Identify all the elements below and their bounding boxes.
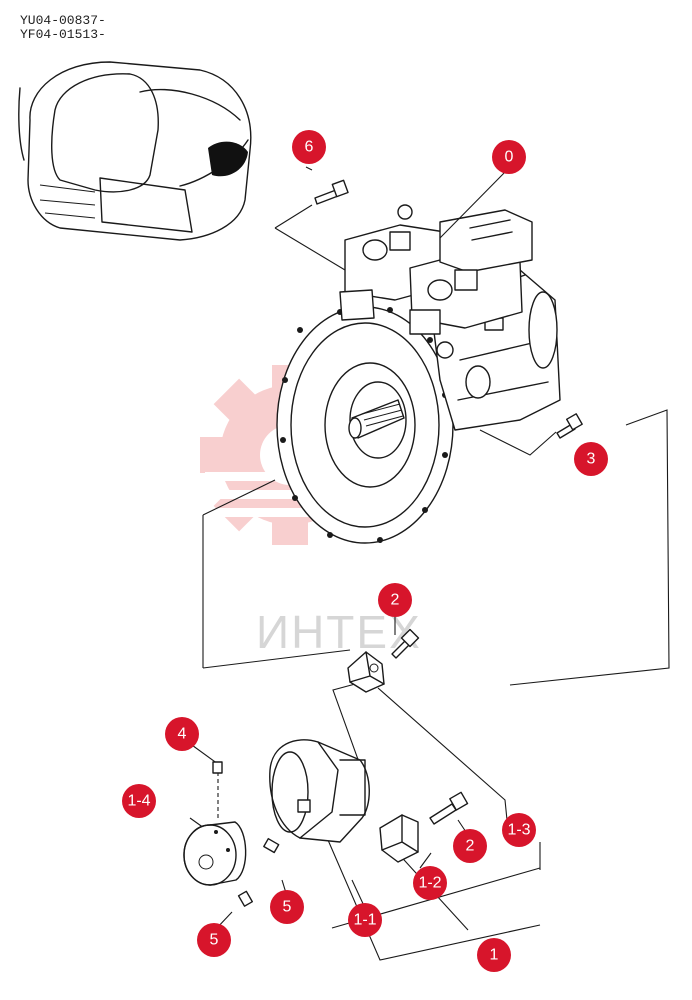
part-code-1: YU04-00837- [20, 13, 106, 28]
svg-text:2: 2 [466, 838, 475, 855]
svg-text:2: 2 [391, 592, 400, 609]
callout-0: 0 [492, 140, 526, 174]
svg-text:1-4: 1-4 [127, 793, 150, 810]
clamp-1-2 [379, 814, 419, 863]
svg-text:1-2: 1-2 [418, 875, 441, 892]
svg-text:3: 3 [587, 451, 596, 468]
pin-5-left [237, 890, 254, 907]
callout-1-4: 1-4 [122, 784, 156, 818]
part-codes: YU04-00837- YF04-01513- [20, 14, 106, 42]
callout-4: 4 [165, 717, 199, 751]
callout-5-right: 5 [270, 890, 304, 924]
svg-text:1-3: 1-3 [507, 822, 530, 839]
svg-text:4: 4 [178, 726, 187, 743]
set-screw-4 [212, 761, 223, 774]
leader-lines [184, 166, 670, 961]
svg-text:1-1: 1-1 [353, 912, 376, 929]
callout-5-left: 5 [197, 923, 231, 957]
svg-text:5: 5 [210, 932, 219, 949]
callout-2-upper: 2 [378, 583, 412, 617]
coupling-plate-1-4 [183, 821, 247, 886]
svg-text:6: 6 [305, 139, 314, 156]
svg-text:1: 1 [490, 947, 499, 964]
pin-5-right [263, 837, 280, 854]
svg-text:5: 5 [283, 899, 292, 916]
bolt-3 [556, 413, 583, 439]
part-code-2: YF04-01513- [20, 27, 106, 42]
callout-1-3: 1-3 [502, 813, 536, 847]
bolt-6 [314, 179, 349, 205]
callout-1: 1 [477, 938, 511, 972]
callout-2-lower: 2 [453, 829, 487, 863]
bolt-2-upper [391, 628, 420, 659]
callout-6: 6 [292, 130, 326, 164]
callout-1-1: 1-1 [348, 903, 382, 937]
bracket-block [347, 651, 385, 693]
callout-1-2: 1-2 [413, 866, 447, 900]
hydraulic-pump-assembly [276, 204, 561, 544]
svg-text:0: 0 [505, 149, 514, 166]
coupling-hub [269, 739, 370, 843]
bolt-2-lower [429, 791, 469, 825]
machine-thumbnail [18, 61, 252, 241]
callout-3: 3 [574, 442, 608, 476]
